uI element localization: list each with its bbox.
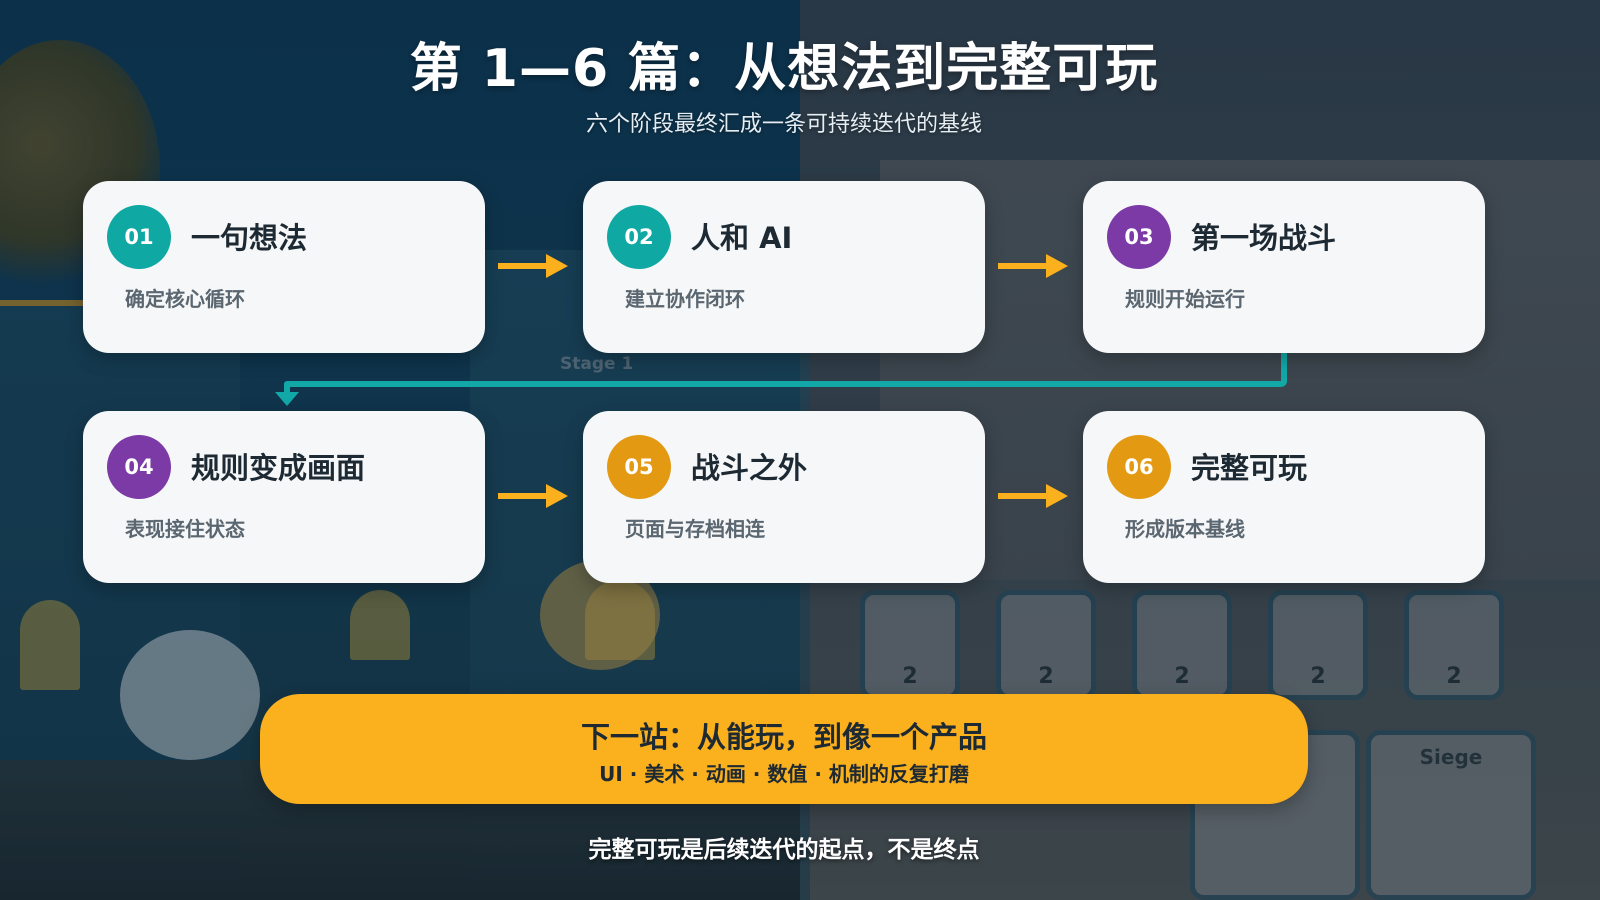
step-card-02: 02 人和 AI 建立协作闭环 (583, 181, 985, 353)
background-card-row: 2 2 2 2 2 (860, 590, 1560, 700)
step-title: 一句想法 (191, 221, 308, 255)
page-title: 第 1—6 篇：从想法到完整可玩 (409, 39, 1159, 99)
background-upgrade-card: 2 (1404, 590, 1504, 700)
step-card-03: 03 第一场战斗 规则开始运行 (1083, 181, 1485, 353)
next-stop-subtitle: UI · 美术 · 动画 · 数值 · 机制的反复打磨 (599, 762, 969, 786)
arrow-right-icon (998, 254, 1068, 278)
step-number-badge: 04 (107, 435, 171, 499)
step-card-01: 01 一句想法 确定核心循环 (83, 181, 485, 353)
step-card-04: 04 规则变成画面 表现接住状态 (83, 411, 485, 583)
arrow-right-icon (998, 484, 1068, 508)
background-siege-card: Siege (1366, 730, 1536, 900)
background-card-count: 2 (1174, 664, 1190, 689)
background-card-count: 2 (1446, 664, 1462, 689)
step-title: 人和 AI (691, 221, 793, 255)
next-stop-title: 下一站：从能玩，到像一个产品 (580, 720, 987, 754)
background-upgrade-card: 2 (996, 590, 1096, 700)
background-white-dog (120, 630, 260, 760)
page-subtitle: 六个阶段最终汇成一条可持续迭代的基线 (585, 112, 982, 137)
background-card-count: 2 (1310, 664, 1326, 689)
step-card-06: 06 完整可玩 形成版本基线 (1083, 411, 1485, 583)
background-window (350, 590, 410, 660)
step-number-badge: 02 (607, 205, 671, 269)
step-description: 表现接住状态 (125, 517, 245, 541)
background-upgrade-card: 2 (1268, 590, 1368, 700)
step-title: 完整可玩 (1191, 451, 1308, 485)
step-number-badge: 01 (107, 205, 171, 269)
step-number-badge: 05 (607, 435, 671, 499)
step-title: 战斗之外 (691, 451, 808, 485)
step-description: 规则开始运行 (1125, 287, 1245, 311)
step-title: 规则变成画面 (191, 451, 366, 485)
background-upgrade-card: 2 (860, 590, 960, 700)
background-card-count: 2 (902, 664, 918, 689)
step-number-badge: 03 (1107, 205, 1171, 269)
arrow-right-icon (498, 254, 568, 278)
footer-note: 完整可玩是后续迭代的起点，不是终点 (588, 837, 980, 863)
step-description: 形成版本基线 (1125, 517, 1245, 541)
step-card-05: 05 战斗之外 页面与存档相连 (583, 411, 985, 583)
step-description: 建立协作闭环 (625, 287, 745, 311)
step-description: 确定核心循环 (125, 287, 245, 311)
step-number-badge: 06 (1107, 435, 1171, 499)
background-siege-label: Siege (1419, 745, 1483, 769)
step-description: 页面与存档相连 (625, 517, 765, 541)
step-title: 第一场战斗 (1191, 221, 1337, 255)
arrow-right-icon (498, 484, 568, 508)
background-card-count: 2 (1038, 664, 1054, 689)
background-window (20, 600, 80, 690)
next-stop-banner: 下一站：从能玩，到像一个产品 UI · 美术 · 动画 · 数值 · 机制的反复… (260, 694, 1308, 804)
